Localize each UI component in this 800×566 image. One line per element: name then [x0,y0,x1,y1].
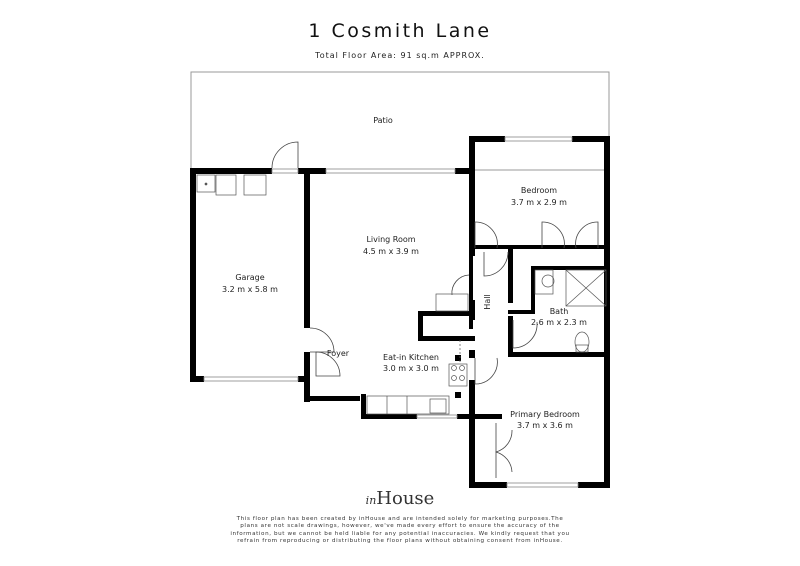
garage-dimensions: 3.2 m x 5.8 m [222,285,278,294]
windows [203,136,579,488]
fixtures [196,174,607,415]
patio-label: Patio [373,116,393,125]
doors [271,141,599,478]
bedroom-label: Bedroom [521,186,557,195]
disclaimer-text: This floor plan has been created by inHo… [230,516,570,544]
floor-area: Total Floor Area: 91 sq.m APPROX. [315,51,485,60]
kitchen-dimensions: 3.0 m x 3.0 m [383,364,439,373]
bath-label: Bath [550,307,569,316]
logo-text: House [376,488,435,509]
garage-label: Garage [235,273,264,282]
plan-title: 1 Cosmith Lane [308,20,492,42]
living-room-label: Living Room [366,235,415,244]
patio-outline [190,71,610,171]
foyer-label: Foyer [327,349,350,358]
hall-label: Hall [483,294,492,309]
logo-script: in [365,494,377,507]
walls [190,136,610,488]
living-room-dimensions: 4.5 m x 3.9 m [363,247,419,256]
bedroom-dimensions: 3.7 m x 2.9 m [511,198,567,207]
primary-bedroom-dimensions: 3.7 m x 3.6 m [517,421,573,430]
inhouse-logo: inHouse [350,488,450,509]
primary-bedroom-label: Primary Bedroom [510,410,580,419]
kitchen-label: Eat-in Kitchen [383,353,439,362]
bath-dimensions: 2.6 m x 2.3 m [531,318,587,327]
